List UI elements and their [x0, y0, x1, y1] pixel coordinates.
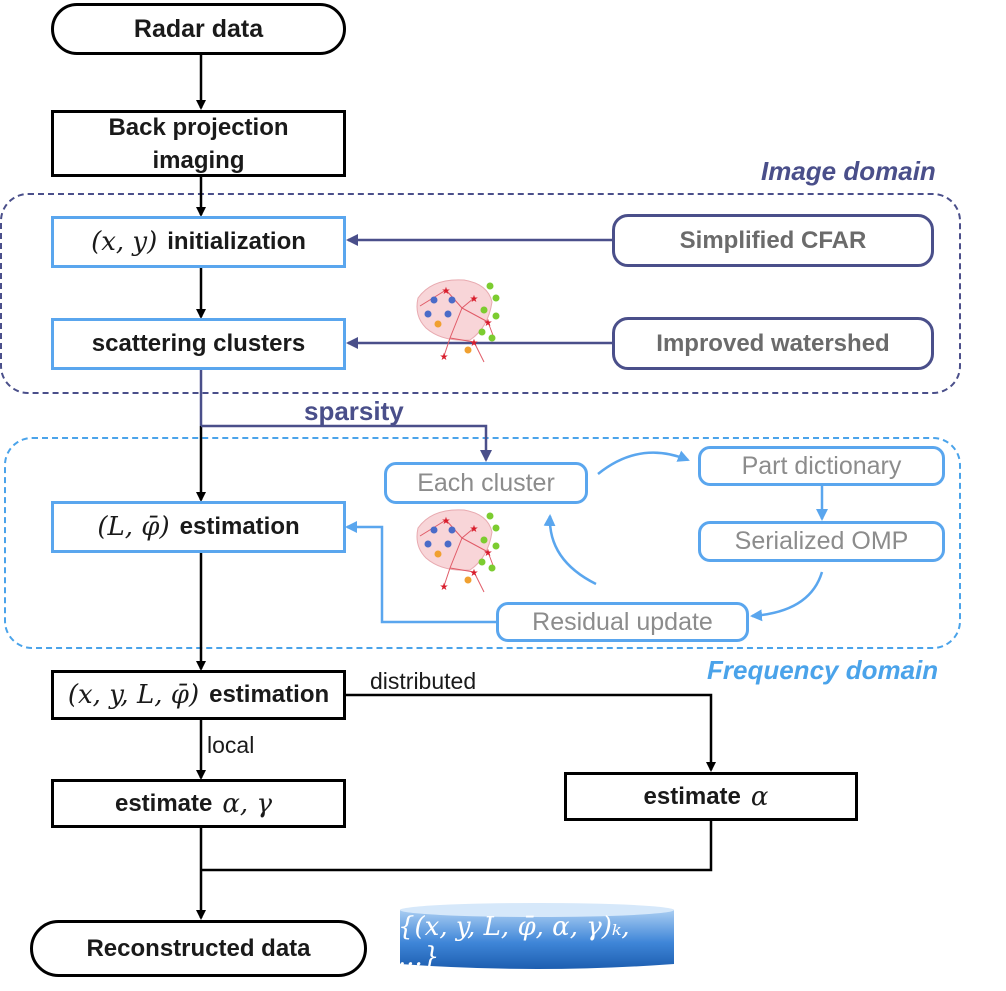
image-domain-zone	[0, 193, 961, 394]
serialized-omp-label: Serialized OMP	[734, 527, 909, 555]
alpha-math: α	[750, 781, 769, 812]
simplified-cfar-node: Simplified CFAR	[612, 214, 934, 267]
residual-update-node: Residual update	[496, 602, 749, 642]
estimate-alpha-label: estimate	[643, 782, 741, 810]
serialized-omp-node: Serialized OMP	[698, 521, 945, 562]
l-phi-estimation-label: estimation	[179, 513, 300, 540]
parameter-set-label: {(x, y, L, φ̄, α, γ)ₖ, ...}	[398, 912, 630, 972]
frequency-domain-zone	[4, 437, 961, 649]
full-estimation-label: estimation	[209, 681, 330, 708]
svg-text:★: ★	[442, 286, 451, 297]
frequency-domain-label: Frequency domain	[707, 655, 939, 685]
estimate-alpha-node: estimate α	[564, 772, 858, 821]
cluster-map-icon: ★ ★ ★ ★ ★	[416, 509, 500, 593]
svg-text:★: ★	[470, 294, 479, 305]
full-estimation-node: (x, y, L, φ̄) estimation	[51, 670, 346, 720]
part-dictionary-node: Part dictionary	[698, 446, 945, 486]
scattering-clusters-label: scattering clusters	[91, 330, 306, 357]
svg-text:★: ★	[442, 516, 451, 527]
scattering-clusters-node: scattering clusters	[51, 318, 346, 370]
estimate-alpha-gamma-node: estimate α, γ	[51, 779, 346, 828]
residual-update-label: Residual update	[532, 607, 713, 636]
l-phi-estimation-node: (L, φ̄) estimation	[51, 501, 346, 553]
improved-watershed-node: Improved watershed	[612, 317, 934, 370]
svg-text:★: ★	[440, 582, 449, 593]
xy-initialization-node: (x, y) initialization	[51, 216, 346, 268]
full-params-math: (x, y, L, φ̄)	[67, 680, 200, 710]
estimate-alpha-gamma-label: estimate	[114, 789, 213, 817]
initialization-label: initialization	[167, 228, 306, 255]
alpha-gamma-math: α, γ	[222, 788, 273, 819]
svg-text:★: ★	[470, 524, 479, 535]
part-dictionary-label: Part dictionary	[741, 451, 902, 480]
back-projection-label-line2: imaging	[152, 146, 245, 174]
back-projection-node: Back projection imaging	[51, 110, 346, 177]
each-cluster-label: Each cluster	[417, 468, 555, 497]
svg-text:★: ★	[484, 318, 493, 329]
svg-text:★: ★	[470, 568, 479, 579]
each-cluster-node: Each cluster	[384, 462, 588, 504]
image-domain-label: Image domain	[761, 156, 936, 186]
svg-text:★: ★	[440, 352, 449, 363]
simplified-cfar-label: Simplified CFAR	[679, 226, 867, 254]
reconstructed-data-node: Reconstructed data	[30, 920, 367, 977]
reconstructed-data-label: Reconstructed data	[86, 934, 311, 962]
svg-text:★: ★	[470, 338, 479, 349]
xy-math: (x, y)	[91, 227, 158, 257]
l-phi-math: (L, φ̄)	[97, 512, 170, 542]
back-projection-label-line1: Back projection	[108, 113, 289, 141]
cluster-map-icon: ★ ★ ★ ★ ★	[416, 279, 500, 363]
improved-watershed-label: Improved watershed	[656, 329, 890, 357]
svg-text:★: ★	[484, 548, 493, 559]
radar-data-node: Radar data	[51, 3, 346, 55]
sparsity-label: sparsity	[304, 396, 404, 426]
parameter-set-cylinder	[400, 903, 674, 969]
distributed-label: distributed	[370, 668, 477, 694]
radar-data-label: Radar data	[133, 14, 264, 43]
local-label: local	[207, 732, 255, 758]
